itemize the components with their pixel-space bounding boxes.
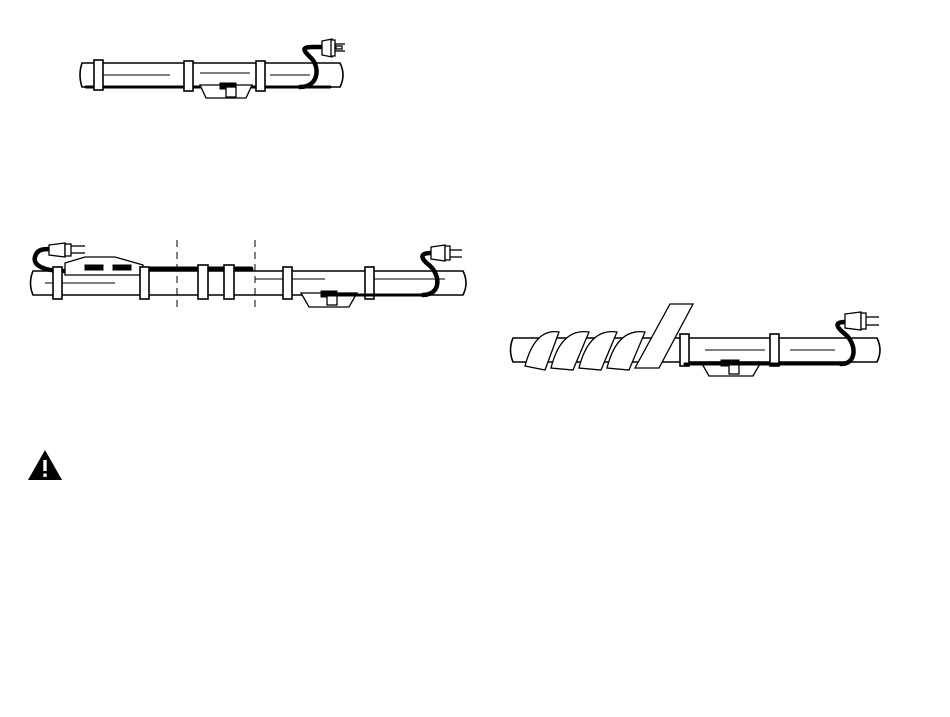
plug-icon [431, 245, 462, 261]
tape-band [283, 267, 292, 299]
tape-band [53, 267, 62, 299]
plug-icon [49, 243, 85, 257]
plug-icon [845, 312, 879, 330]
tape-band [140, 267, 149, 299]
warning-triangle-icon [27, 449, 63, 481]
tape-band [184, 61, 193, 91]
plug-icon [322, 39, 345, 57]
tape-band [256, 61, 265, 91]
tape-band [198, 265, 208, 299]
figure-3-insulation-wrap [505, 300, 890, 385]
figure-1-cable-on-pipe [70, 35, 360, 110]
figure-2-cable-splice [25, 235, 475, 320]
tape-band [680, 334, 689, 366]
tape-band [224, 265, 234, 299]
tape-band [94, 60, 103, 90]
tape-band [770, 334, 779, 366]
